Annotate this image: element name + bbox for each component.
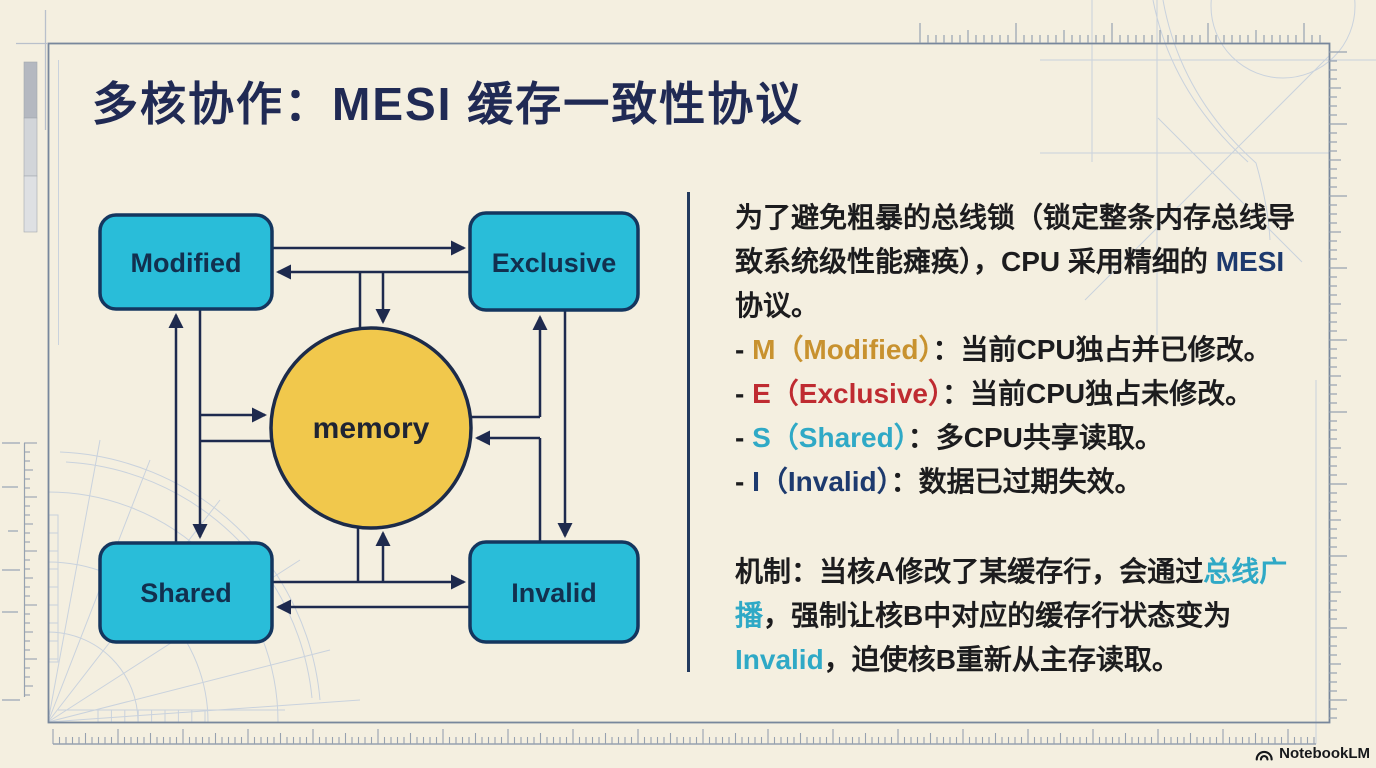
mech-text-1: 机制：当核A修改了某缓存行，会通过: [735, 556, 1204, 587]
mesi-keyword: MESI: [1215, 246, 1285, 277]
notebooklm-logo-icon: [1255, 750, 1273, 761]
notebooklm-badge: NotebookLM: [1254, 744, 1370, 762]
bullet-exclusive: - E（Exclusive）：当前CPU独占未修改。: [735, 372, 1307, 416]
blueprint-topright-decor: [1040, 0, 1376, 744]
mech-highlight-invalid: Invalid: [735, 644, 824, 675]
bullet-desc-modified: ：当前CPU独占并已修改。: [932, 334, 1272, 365]
explanation-panel: 为了避免粗暴的总线锁（锁定整条内存总线导致系统级性能瘫痪），CPU 采用精细的 …: [735, 196, 1307, 682]
notebooklm-label: NotebookLM: [1279, 744, 1370, 762]
bullet-dash: -: [735, 334, 753, 365]
mech-text-2: ，强制让核B中对应的缓存行状态变为: [763, 600, 1232, 631]
bullet-key-invalid: I（Invalid）: [752, 466, 891, 497]
invalid-label: Invalid: [511, 578, 597, 608]
ruler-bottom: [52, 729, 1316, 745]
bullet-key-shared: S（Shared）: [752, 422, 908, 453]
bullet-invalid: - I（Invalid）：数据已过期失效。: [735, 460, 1307, 504]
transition-arrows: [168, 240, 573, 615]
bullet-key-modified: M（Modified）: [752, 334, 933, 365]
ruler-top: [919, 23, 1321, 43]
bullet-desc-invalid: ：数据已过期失效。: [890, 466, 1143, 497]
mech-highlight-bus: 总线广播: [735, 556, 1288, 631]
bullet-key-exclusive: E（Exclusive）: [752, 378, 942, 409]
frame-guides: [16, 10, 48, 130]
memory-circle: [269, 326, 473, 530]
state-nodes: Modified Exclusive Shared Invalid memory: [98, 211, 640, 644]
bullet-desc-exclusive: ：当前CPU独占未修改。: [942, 378, 1254, 409]
bullet-modified: - M（Modified）：当前CPU独占并已修改。: [735, 328, 1307, 372]
bullet-dash: -: [735, 466, 753, 497]
intro-paragraph: 为了避免粗暴的总线锁（锁定整条内存总线导致系统级性能瘫痪），CPU 采用精细的 …: [735, 196, 1307, 328]
ruler-right: [1329, 51, 1347, 719]
left-margin-dashes: [2, 442, 20, 701]
page-title: 多核协作：MESI 缓存一致性协议: [92, 78, 804, 130]
bullet-dash: -: [735, 422, 753, 453]
mech-text-3: ，迫使核B重新从主存读取。: [823, 644, 1180, 675]
bullet-shared: - S（Shared）：多CPU共享读取。: [735, 416, 1307, 460]
exclusive-box: [468, 211, 640, 312]
drafting-frame: [47, 42, 1331, 724]
exclusive-label: Exclusive: [492, 248, 617, 278]
left-margin-strip: [23, 61, 38, 233]
bullet-dash: -: [735, 378, 753, 409]
bullet-desc-shared: ：多CPU共享读取。: [907, 422, 1163, 453]
shared-box: [98, 541, 274, 644]
mechanism-paragraph: 机制：当核A修改了某缓存行，会通过总线广播，强制让核B中对应的缓存行状态变为 I…: [735, 550, 1307, 682]
intro-text-1: 为了避免粗暴的总线锁（锁定整条内存总线导致系统级性能瘫痪），CPU 采用精细的: [735, 202, 1296, 277]
modified-box: [98, 213, 274, 311]
invalid-box: [468, 540, 640, 644]
shared-label: Shared: [140, 578, 232, 608]
ruler-left: [23, 442, 37, 697]
memory-label: memory: [313, 412, 430, 445]
modified-label: Modified: [131, 248, 242, 278]
intro-text-2: 协议。: [735, 290, 820, 321]
